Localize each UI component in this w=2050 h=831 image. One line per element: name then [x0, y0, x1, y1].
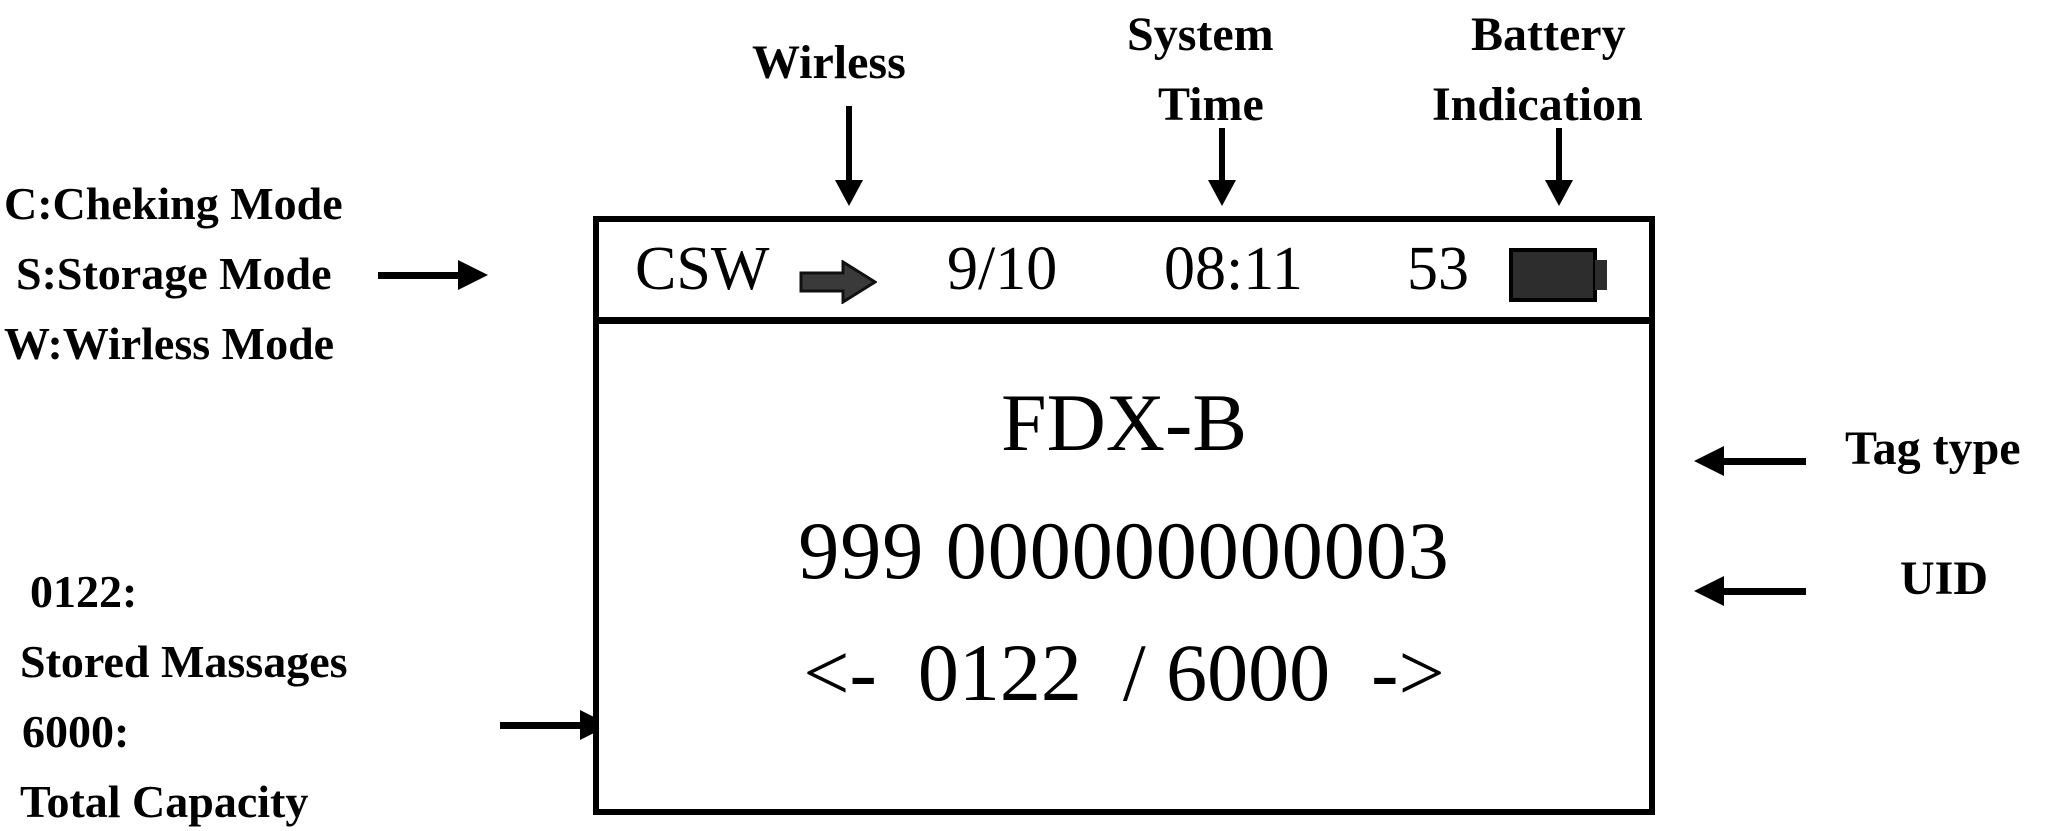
battery-full-icon — [1509, 248, 1607, 302]
uid-value: 999 000000000003 — [798, 505, 1450, 596]
lcd-status-bar: CSW 9/10 08:11 53 — [599, 222, 1649, 324]
system-date-text: 9/10 — [947, 235, 1058, 303]
annotation-mode-legend-storage: S:Storage Mode — [16, 248, 332, 299]
tag-type-value: FDX-B — [1000, 377, 1248, 468]
annotation-tag-type: Tag type — [1845, 422, 2021, 475]
annotation-system-time-line1: System — [1127, 8, 1274, 61]
annotation-battery-line2: Indication — [1432, 78, 1643, 131]
annotation-stored-value: 0122: — [30, 566, 138, 617]
annotation-wireless: Wirless — [752, 36, 906, 89]
battery-percent-text: 53 — [1407, 235, 1469, 303]
annotation-mode-legend-wireless: W:Wirless Mode — [4, 318, 335, 369]
system-time-text: 08:11 — [1164, 235, 1303, 303]
lcd-content-area: FDX-B 999 000000000003 <- 0122 / 6000 -> — [599, 324, 1649, 808]
annotation-total-value: 6000: — [22, 706, 130, 757]
annotation-system-time-line2: Time — [1158, 78, 1264, 131]
record-navigation-text: <- 0122 / 6000 -> — [803, 627, 1445, 718]
annotation-total-label: Total Capacity — [20, 776, 309, 827]
annotation-battery-line1: Battery — [1471, 8, 1626, 61]
annotation-stored-label: Stored Massages — [20, 636, 348, 687]
annotation-uid: UID — [1900, 552, 1989, 605]
annotation-mode-legend-checking: C:Cheking Mode — [4, 178, 343, 229]
mode-flags-text: CSW — [635, 235, 770, 303]
device-lcd-screen: CSW 9/10 08:11 53 FDX-B 999 000000000003… — [593, 216, 1655, 815]
wireless-arrow-icon — [799, 259, 878, 305]
